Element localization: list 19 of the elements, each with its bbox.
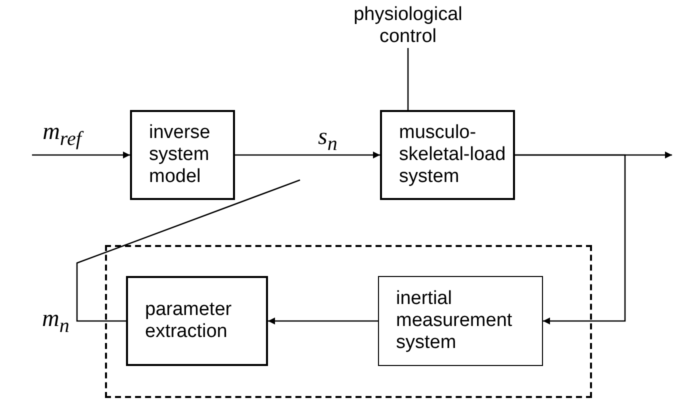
- signal-label: m$_{ref}$: [42, 119, 82, 151]
- arrow: [515, 154, 626, 324]
- arrow: [32, 152, 130, 158]
- box-label: inverse system model: [149, 122, 212, 188]
- arrow: [235, 152, 380, 158]
- arrow: [268, 318, 378, 324]
- process-box: [378, 276, 543, 366]
- connector-line: [76, 179, 300, 322]
- process-box: [130, 110, 235, 200]
- box-label: musculo- skeletal-load system: [399, 122, 507, 188]
- signal-label: m$_{n}$: [42, 306, 70, 338]
- process-box: [380, 110, 515, 200]
- box-label: parameter extraction: [145, 299, 233, 343]
- process-box: [126, 276, 268, 366]
- edge-label: s$_{n}$: [318, 124, 338, 156]
- connector-line: [407, 48, 409, 110]
- box-label: inertial measurement system: [396, 288, 514, 354]
- dashed-group-box: [105, 245, 592, 398]
- text-label: physiological control: [352, 4, 464, 48]
